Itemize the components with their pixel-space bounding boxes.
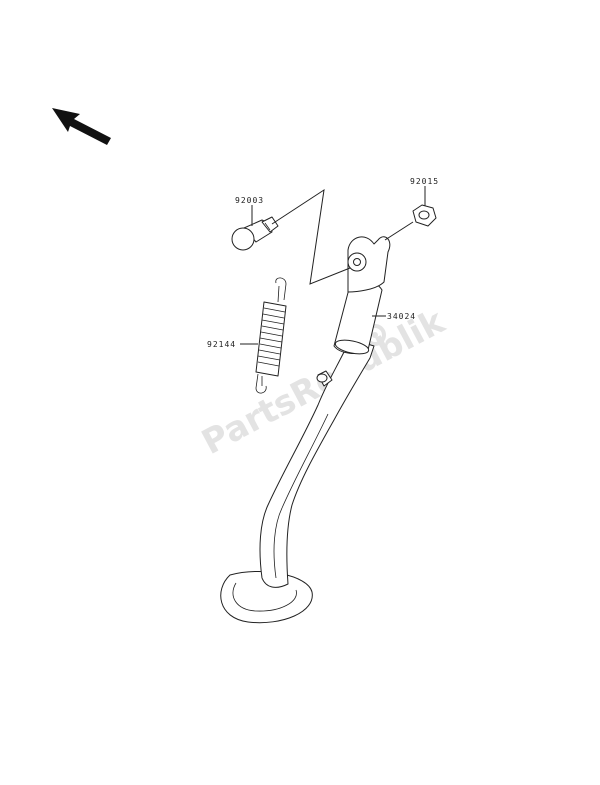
part-number-92015[interactable]: 92015 bbox=[410, 177, 439, 186]
nut-part[interactable] bbox=[412, 204, 437, 227]
pivot-bolt-part[interactable] bbox=[231, 216, 279, 251]
part-number-92144[interactable]: 92144 bbox=[207, 340, 236, 349]
return-spring-part[interactable] bbox=[255, 277, 287, 394]
front-direction-arrow-icon bbox=[52, 108, 111, 145]
part-number-92003[interactable]: 92003 bbox=[235, 196, 264, 205]
part-number-34024[interactable]: 34024 bbox=[387, 312, 416, 321]
leader-lines bbox=[240, 186, 426, 345]
side-stand-part[interactable] bbox=[220, 236, 391, 624]
